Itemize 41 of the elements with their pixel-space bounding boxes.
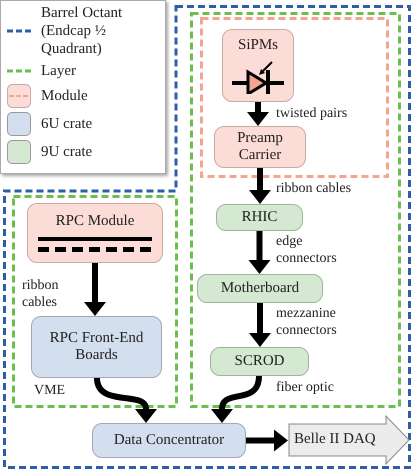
legend-label: Module: [41, 87, 89, 105]
output-arrow-box: [288, 415, 410, 465]
component-box: [31, 316, 162, 378]
legend-label: 6U crate: [41, 115, 94, 133]
component-box: [92, 423, 246, 458]
legend-label: Layer: [41, 62, 77, 80]
node-label: RPC Module: [56, 213, 134, 231]
component-box: [197, 274, 323, 303]
arrow: [249, 303, 271, 347]
node-label: Preamp Carrier: [236, 130, 284, 164]
node-label: RPC Front-End Boards: [48, 330, 144, 364]
arrow: [84, 263, 106, 316]
arrow: [249, 168, 271, 204]
arrow: [247, 102, 269, 126]
node-label: Data Concentrator: [114, 432, 224, 450]
component-box: [27, 203, 163, 263]
dashed-region: [12, 195, 178, 408]
component-box: [222, 29, 294, 102]
component-box: [210, 347, 309, 376]
dashed-region: [3, 5, 411, 469]
node-label: SiPMs: [238, 36, 278, 54]
edge-label: ribbon cables: [22, 278, 60, 312]
component-box: [216, 204, 303, 231]
node-label: Motherboard: [220, 280, 300, 298]
edge-label: mezzanine connectors: [276, 306, 338, 340]
legend-label: 9U crate: [41, 143, 94, 161]
component-box: [214, 126, 306, 168]
node-label: RHIC: [242, 208, 278, 226]
arrow: [248, 231, 270, 274]
dashed-region: [200, 17, 389, 178]
arrow: [246, 430, 288, 452]
node-label: SCROD: [234, 352, 285, 370]
edge-label: ribbon cables: [276, 181, 352, 198]
node-label: Belle II DAQ: [294, 431, 376, 449]
edge-label: twisted pairs: [276, 106, 348, 123]
arrow: [211, 376, 262, 423]
edge-label: fiber optic: [276, 380, 335, 397]
edge-label: edge connectors: [276, 234, 338, 268]
dashed-region: [190, 12, 401, 408]
edge-label: VME: [34, 383, 66, 400]
legend-label: Barrel Octant (Endcap ½ Quadrant): [41, 4, 124, 58]
